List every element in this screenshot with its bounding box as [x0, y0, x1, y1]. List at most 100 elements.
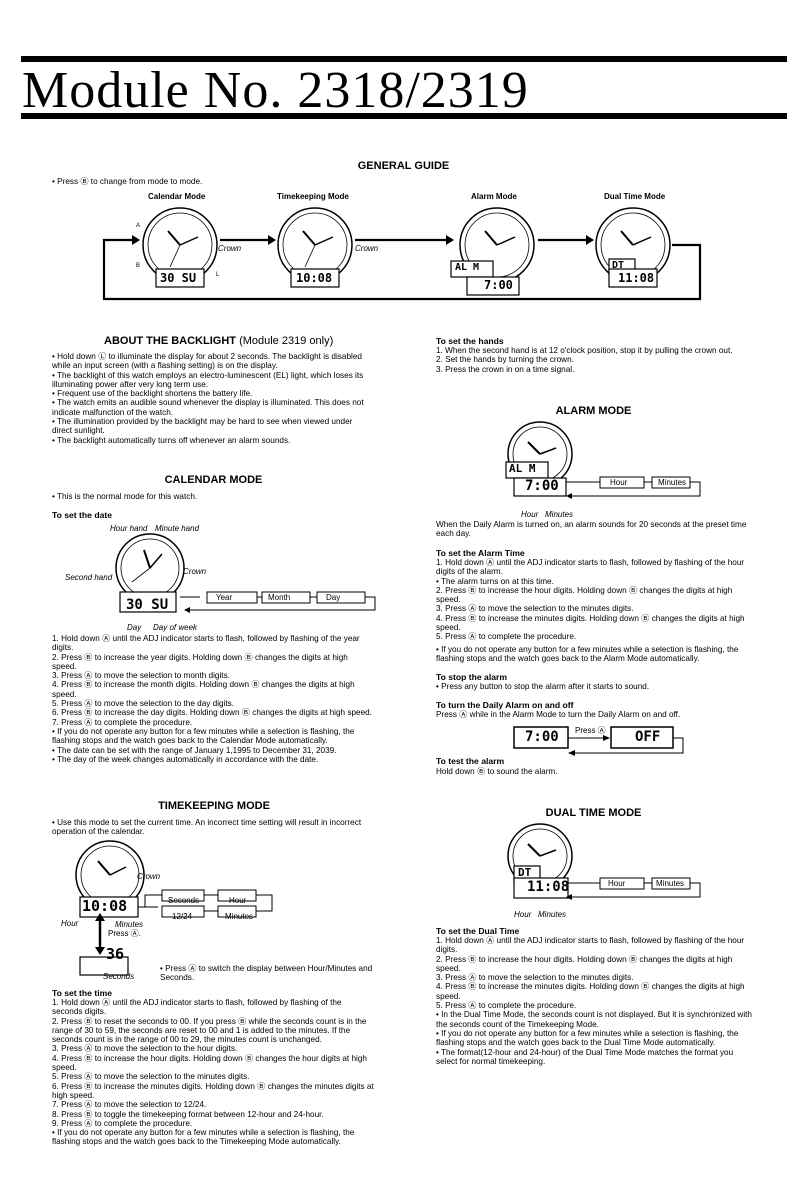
list-item: 6. Press Ⓑ to increase the day digits. H…: [52, 708, 372, 718]
tk-hour-label: Hour: [61, 919, 79, 928]
list-item: • The backlight automatically turns off …: [52, 435, 291, 445]
list-item: 6. Press Ⓑ to increase the minutes digit…: [52, 1081, 374, 1100]
watch-calendar: [142, 207, 218, 288]
calendar-lcd: 30 SU: [160, 271, 197, 285]
tk-minutes-label: Minutes: [115, 920, 144, 929]
list-item: • The watch emits an audible sound whene…: [52, 398, 364, 417]
set-date-heading: To set the date: [52, 510, 113, 520]
list-item: 5. Press Ⓐ to move the selection to the …: [52, 1072, 250, 1082]
test-alarm-text: Hold down Ⓑ to sound the alarm.: [436, 767, 558, 776]
alarm-heading: ALARM MODE: [555, 405, 632, 417]
crown-label-2: Crown: [355, 244, 379, 253]
general-guide-heading: GENERAL GUIDE: [357, 160, 450, 172]
list-item: 9. Press Ⓐ to complete the procedure.: [52, 1118, 193, 1128]
general-guide-diagram: [102, 207, 702, 301]
list-item: 5. Press Ⓐ to complete the procedure.: [436, 1001, 577, 1011]
set-time-heading: To set the time: [52, 988, 113, 998]
timekeeping-crown-label: Crown: [137, 872, 161, 881]
timekeeping-lcd: 10:08: [82, 897, 128, 915]
alarm-on-lcd: 7:00: [525, 729, 559, 745]
test-alarm-heading: To test the alarm: [436, 756, 505, 766]
flow-seconds: Seconds: [168, 896, 200, 905]
list-item: • The alarm turns on at this time.: [436, 576, 554, 586]
list-item: 3. Press Ⓐ to move the selection to the …: [52, 1044, 238, 1054]
list-item: 1. Hold down Ⓐ until the ADJ indicator s…: [52, 634, 360, 653]
list-item: • If you do not operate any button for a…: [436, 644, 739, 663]
header-rule-bottom: [21, 113, 787, 119]
calendar-heading: CALENDAR MODE: [164, 474, 263, 486]
list-item: 8. Press Ⓑ to toggle the timekeeping for…: [52, 1109, 324, 1119]
backlight-list: • Hold down Ⓛ to illuminate the display …: [52, 352, 374, 445]
list-item: 3. Press the crown in on a time signal.: [436, 364, 575, 374]
dual-minutes-label: Minutes: [538, 910, 567, 919]
flow-year: Year: [216, 593, 233, 602]
list-item: 1. Hold down Ⓐ until the ADJ indicator s…: [436, 936, 745, 955]
set-alarm-heading: To set the Alarm Time: [436, 548, 525, 558]
switch-note: • Press Ⓐ to switch the display between …: [160, 964, 373, 983]
flow-day: Day: [326, 593, 341, 602]
alarm-minutes-label: Minutes: [545, 510, 574, 519]
toggle-alarm-text: Press Ⓐ while in the Alarm Mode to turn …: [436, 710, 681, 719]
alarm-toggle-diagram: [513, 726, 684, 756]
list-item: 2. Press Ⓑ to reset the seconds to 00. I…: [52, 1016, 367, 1045]
general-guide-intro: • Press Ⓑ to change from mode to mode.: [52, 177, 203, 186]
list-item: 1. Hold down Ⓐ until the ADJ indicator s…: [52, 998, 342, 1017]
watch-timekeeping: [277, 207, 353, 288]
list-item: 2. Press Ⓑ to increase the hour digits. …: [436, 585, 733, 605]
dual-steps: 1. Hold down Ⓐ until the ADJ indicator s…: [436, 936, 756, 1066]
list-item: • The day of the week changes automatica…: [52, 754, 319, 764]
list-item: • Frequent use of the backlight shortens…: [52, 389, 253, 399]
timekeeping-heading: TIMEKEEPING MODE: [158, 800, 270, 812]
toggle-alarm-heading: To turn the Daily Alarm on and off: [436, 700, 574, 710]
alarm-flow-hour: Hour: [610, 478, 628, 487]
backlight-heading-main: ABOUT THE BACKLIGHT: [104, 335, 236, 347]
mode-dual-label: Dual Time Mode: [604, 192, 666, 201]
tk-press-a-label: Press Ⓐ.: [108, 929, 141, 938]
list-item: 7. Press Ⓐ to move the selection to 12/2…: [52, 1100, 207, 1110]
flow-12-24: 12/24: [172, 912, 193, 921]
list-item: • The format(12-hour and 24-hour) of the…: [436, 1047, 734, 1066]
dual-lcd-upper-2: DT: [518, 866, 532, 879]
list-item: 3. Press Ⓐ to move the selection to mont…: [52, 671, 230, 681]
watch-alarm: [450, 207, 535, 296]
dual-lcd-lower: 11:08: [618, 271, 655, 285]
timekeeping-diagram: [75, 840, 273, 976]
list-item: 5. Press Ⓐ to complete the procedure.: [436, 632, 577, 642]
stop-alarm-text: • Press any button to stop the alarm aft…: [436, 682, 650, 691]
flow-hour: Hour: [229, 896, 247, 905]
list-item: 1. When the second hand is at 12 o'clock…: [436, 346, 733, 355]
list-item: 7. Press Ⓐ to complete the procedure.: [52, 717, 193, 727]
set-dual-heading: To set the Dual Time: [436, 926, 520, 936]
crown-label-1: Crown: [218, 244, 242, 253]
list-item: • If you do not operate any button for a…: [52, 726, 355, 746]
list-item: 4. Press Ⓑ to increase the minutes digit…: [436, 982, 745, 1001]
day-of-week-label: Day of week: [153, 623, 198, 632]
alarm-diagram: [505, 421, 701, 499]
dual-diagram: [507, 823, 701, 900]
page-title: Module No. 2318/2319: [22, 62, 529, 119]
mode-calendar-label: Calendar Mode: [148, 192, 206, 201]
dual-hour-label: Hour: [514, 910, 532, 919]
list-item: • If you do not operate any button for a…: [436, 1028, 739, 1048]
list-item: • The backlight of this watch employs an…: [52, 370, 364, 389]
btn-l-marker: L: [216, 272, 220, 278]
list-item: 2. Press Ⓑ to increase the year digits. …: [52, 652, 348, 671]
flow-minutes: Minutes: [225, 912, 254, 921]
set-hands-heading: To set the hands: [436, 336, 504, 346]
tk-seconds-label: Seconds: [103, 972, 135, 981]
list-item: 4. Press Ⓑ to increase the hour digits. …: [52, 1053, 367, 1073]
list-item: • If you do not operate any button for a…: [52, 1128, 355, 1147]
alarm-hour-label: Hour: [521, 510, 539, 519]
alarm-lcd-upper: AL M: [455, 262, 480, 273]
flow-month: Month: [268, 593, 291, 602]
day-label: Day: [127, 623, 142, 632]
list-item: 4. Press Ⓑ to increase the minutes digit…: [436, 613, 745, 633]
timekeeping-steps: 1. Hold down Ⓐ until the ADJ indicator s…: [52, 998, 374, 1147]
backlight-heading-note: (Module 2319 only): [239, 335, 334, 347]
list-item: 3. Press Ⓐ to move the selection to the …: [436, 604, 634, 614]
stop-alarm-heading: To stop the alarm: [436, 672, 507, 682]
alarm-off-lcd: OFF: [635, 729, 661, 745]
btn-a-marker: A: [136, 223, 141, 229]
time-lcd: 10:08: [296, 271, 333, 285]
set-hands-steps: 1. When the second hand is at 12 o'clock…: [436, 346, 756, 374]
